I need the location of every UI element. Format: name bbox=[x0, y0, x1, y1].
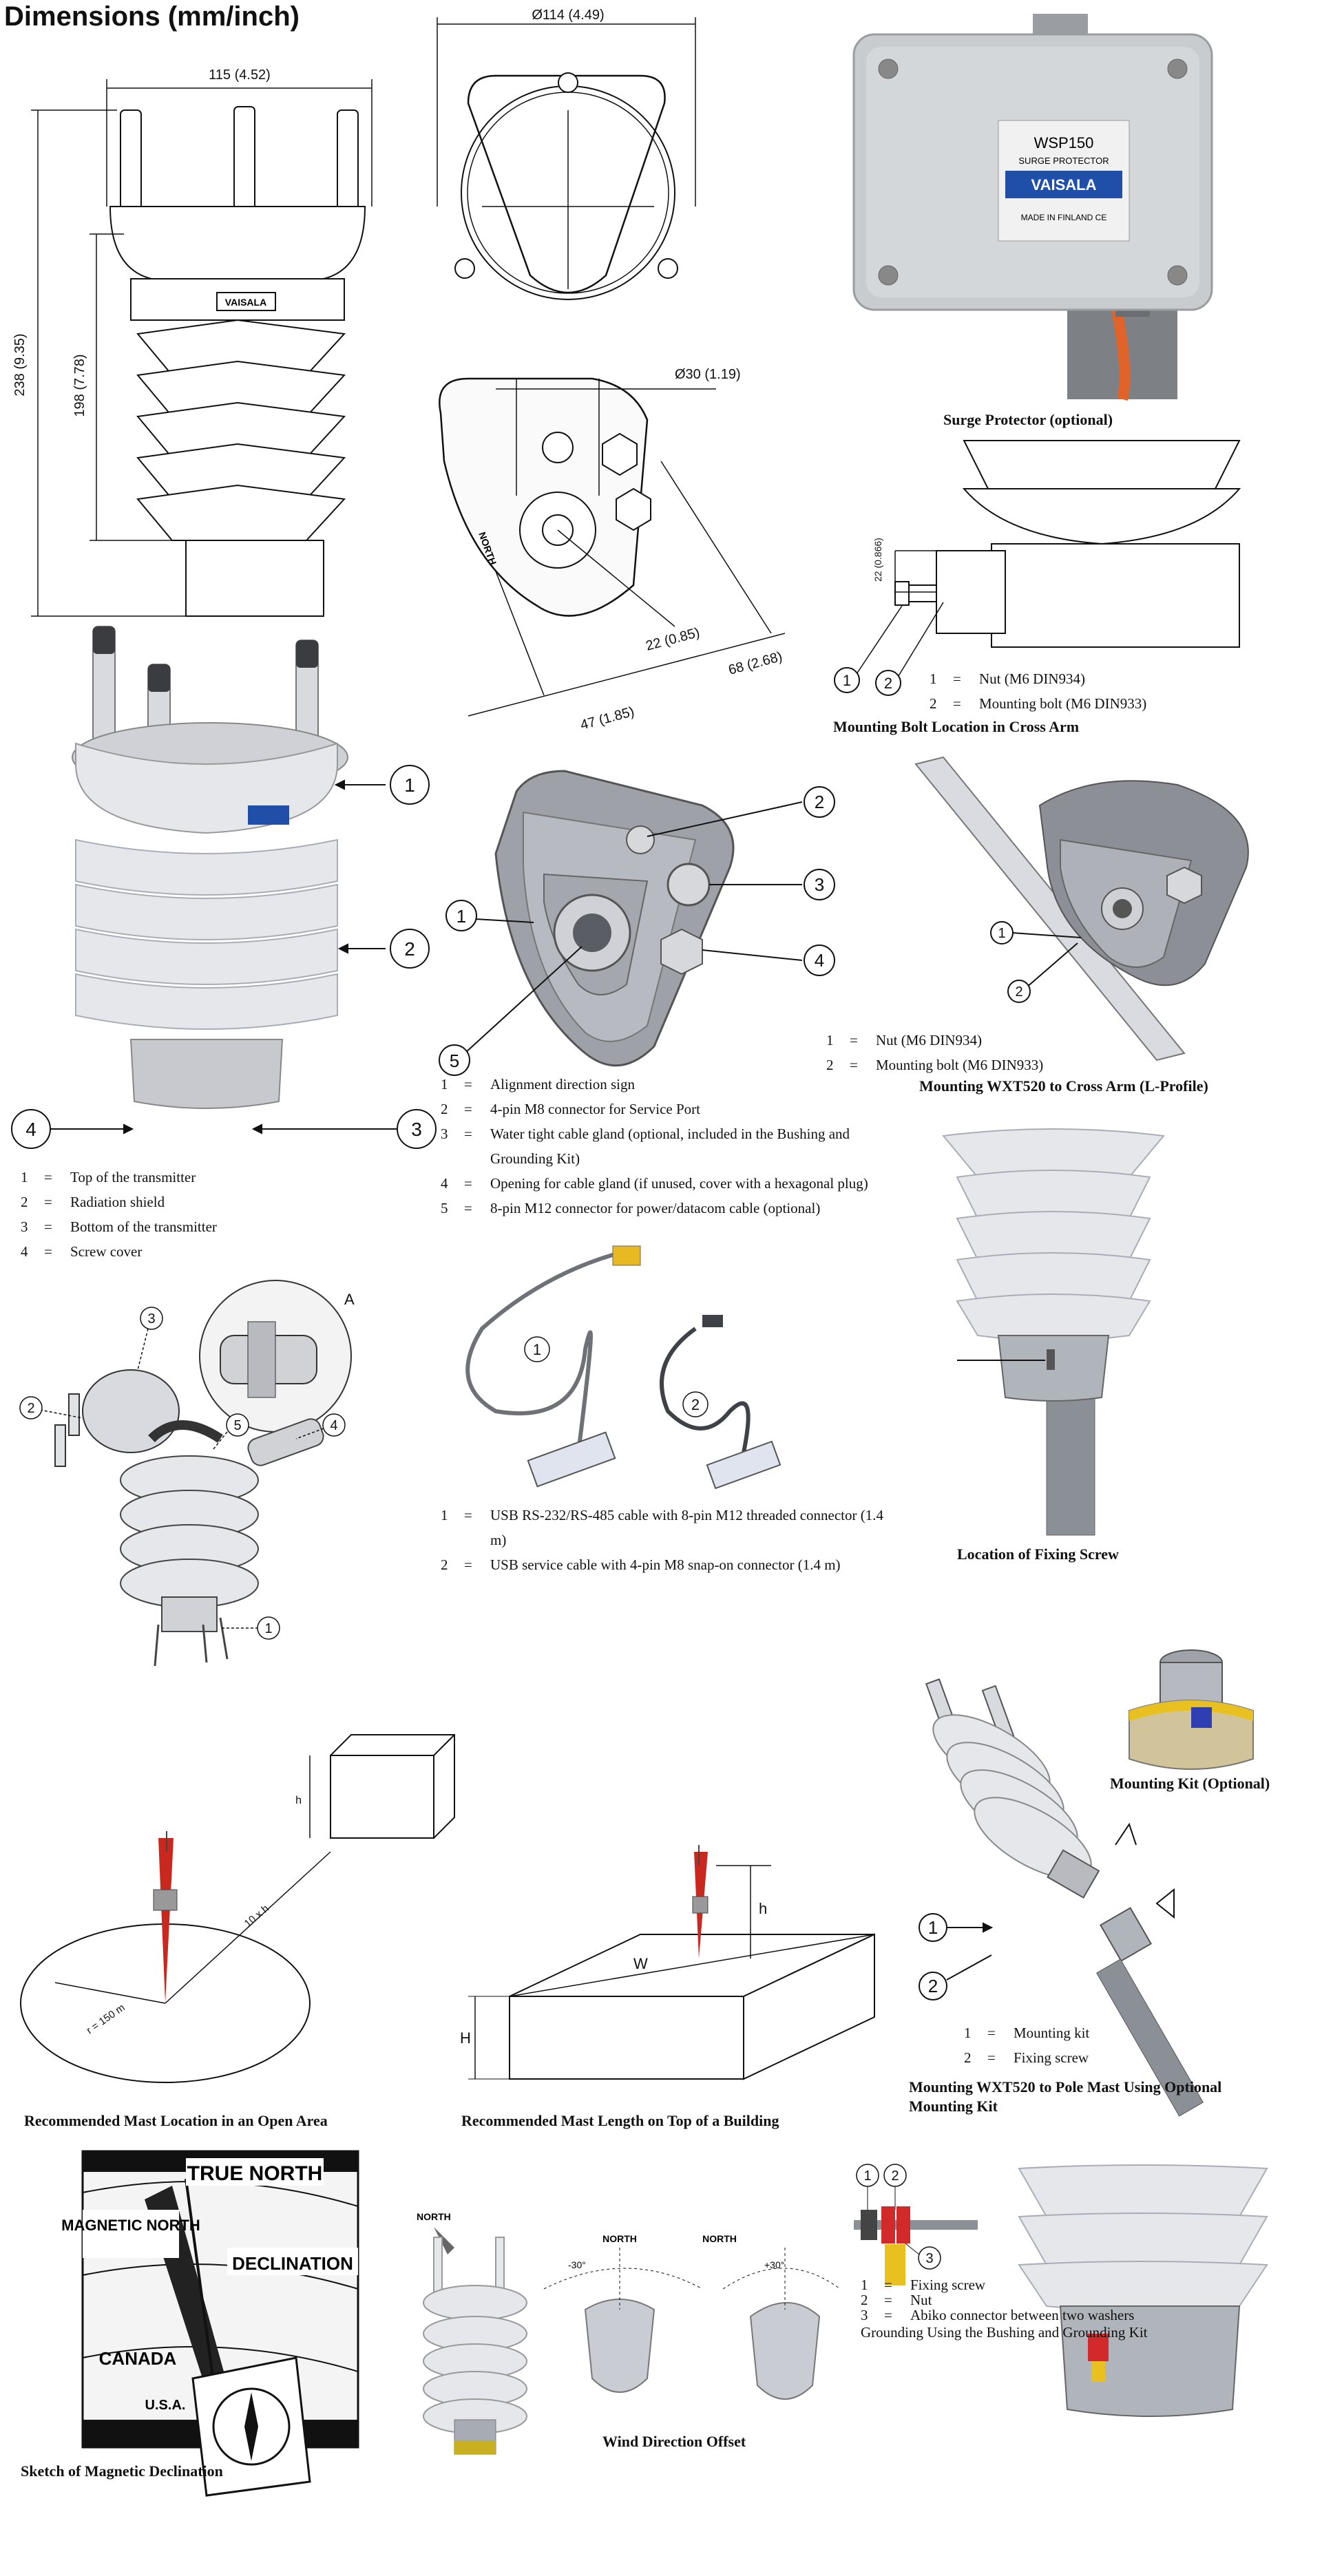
dim-width-115: 115 (4.52) bbox=[209, 67, 271, 83]
wind-minus30-label: -30° bbox=[568, 2259, 586, 2270]
ground-callout-1: 1 bbox=[863, 2168, 871, 2184]
pole-mast-caption: Mounting WXT520 to Pole Mast Using Optio… bbox=[909, 2078, 1222, 2115]
building-h-label: h bbox=[759, 1900, 767, 1917]
mounting-kit-drawing bbox=[1129, 1649, 1254, 1770]
dim-dia-30: Ø30 (1.19) bbox=[675, 367, 741, 382]
dim-dia-114: Ø114 (4.49) bbox=[532, 8, 604, 23]
surge-caption: Surge Protector (optional) bbox=[943, 411, 1113, 428]
dim-22: 22 (0.85) bbox=[644, 625, 702, 654]
wind-north-label-1: NORTH bbox=[417, 2211, 451, 2222]
usa-label: U.S.A. bbox=[145, 2398, 186, 2413]
bottom-callout-1: 1 bbox=[457, 906, 466, 927]
mounting-bolt-drawing: 22 (0.866) 1 2 bbox=[834, 440, 1241, 696]
transmitter-callout-2: 2 bbox=[404, 938, 415, 960]
pole-callout-2: 2 bbox=[928, 1976, 938, 1996]
mounting-bolt-caption: Mounting Bolt Location in Cross Arm bbox=[833, 718, 1080, 735]
bottom-dimension-drawing: Ø30 (1.19) 22 (0.85) 68 (2.68) 47 (1.85)… bbox=[439, 367, 786, 733]
wind-north-label-3: NORTH bbox=[702, 2233, 737, 2244]
cross-arm-caption: Mounting WXT520 to Cross Arm (L-Profile) bbox=[919, 1077, 1208, 1095]
building-caption: Recommended Mast Length on Top of a Buil… bbox=[461, 2112, 779, 2129]
crossarm-callout-1: 1 bbox=[998, 926, 1005, 941]
pole-mast-legend: 1=Mounting kit 2=Fixing screw bbox=[964, 2025, 1090, 2066]
detail-callout-A: A bbox=[344, 1291, 355, 1308]
true-north-label: TRUE NORTH bbox=[187, 2162, 323, 2185]
bolt-callout-2: 2 bbox=[884, 675, 892, 692]
ground-callout-3: 3 bbox=[925, 2251, 933, 2266]
bottom-callout-3: 3 bbox=[815, 874, 824, 895]
grounding-drawing: 1 2 3 bbox=[854, 2164, 1268, 2417]
pole-mast-drawing: 1 2 bbox=[919, 1678, 1204, 2117]
side-brand-label: VAISALA bbox=[225, 297, 266, 308]
bottom-view-legend: 1=Alignment direction sign 2=4-pin M8 co… bbox=[441, 1076, 868, 1216]
transmitter-callout-4: 4 bbox=[25, 1119, 36, 1140]
declination-sketch: TRUE NORTH MAGNETIC NORTH DECLINATION CA… bbox=[61, 2150, 359, 2497]
page-title: Dimensions (mm/inch) bbox=[4, 1, 300, 32]
transmitter-drawing: 1 2 3 4 bbox=[11, 626, 437, 1149]
fixing-screw-drawing bbox=[942, 1128, 1165, 1536]
ground-callout-2: 2 bbox=[891, 2168, 899, 2184]
open-area-caption: Recommended Mast Location in an Open Are… bbox=[24, 2112, 328, 2129]
open-area-dist-label: 10 x h bbox=[242, 1903, 271, 1930]
surge-made-label: MADE IN FINLAND CE bbox=[1021, 213, 1107, 222]
dim-22b: 22 (0.866) bbox=[872, 538, 883, 582]
bolt-callout-1: 1 bbox=[843, 672, 851, 689]
bottom-callout-5: 5 bbox=[450, 1051, 459, 1071]
building-drawing: h W H bbox=[460, 1845, 875, 2080]
open-area-h-label: h bbox=[295, 1795, 302, 1806]
wind-offset-caption: Wind Direction Offset bbox=[602, 2433, 746, 2450]
dim-68: 68 (2.68) bbox=[727, 649, 784, 678]
top-view-drawing: Ø114 (4.49) bbox=[437, 8, 696, 300]
cross-arm-legend: 1=Nut (M6 DIN934) 2=Mounting bolt (M6 DI… bbox=[826, 1032, 1044, 1073]
surge-model-label: WSP150 bbox=[1034, 134, 1094, 151]
cables-drawing: 1 2 bbox=[465, 1245, 781, 1490]
bottom-callout-4: 4 bbox=[815, 950, 824, 971]
open-area-radius-label: r = 150 m bbox=[85, 2002, 127, 2037]
cable-callout-2: 2 bbox=[691, 1396, 700, 1413]
dim-47: 47 (1.85) bbox=[579, 704, 636, 733]
magnetic-north-label: MAGNETIC NORTH bbox=[61, 2217, 200, 2234]
transmitter-callout-1: 1 bbox=[404, 774, 415, 796]
wind-plus30-label: +30° bbox=[764, 2259, 784, 2270]
cross-arm-drawing: 1 2 bbox=[914, 756, 1249, 1062]
canada-label: CANADA bbox=[99, 2348, 177, 2369]
pole-callout-1: 1 bbox=[928, 1917, 938, 1938]
exploded-callout-4: 4 bbox=[330, 1418, 337, 1433]
side-dimension-drawing: 115 (4.52) 238 (9.35) 198 (7.78) VAISALA bbox=[12, 67, 373, 617]
declination-caption: Sketch of Magnetic Declination bbox=[21, 2462, 223, 2480]
grounding-legend: 1=Fixing screw 2=Nut 3=Abiko connector b… bbox=[861, 2277, 1135, 2323]
bottom-view-drawing: 1 2 3 4 5 bbox=[439, 770, 835, 1076]
exploded-callout-2: 2 bbox=[27, 1401, 34, 1416]
fixing-screw-caption: Location of Fixing Screw bbox=[957, 1545, 1119, 1563]
dim-height-238: 238 (9.35) bbox=[12, 333, 28, 396]
building-H-label: H bbox=[460, 2029, 471, 2047]
cable-callout-1: 1 bbox=[533, 1341, 541, 1358]
surge-brand-label: VAISALA bbox=[1031, 176, 1097, 193]
bottom-callout-2: 2 bbox=[815, 792, 824, 812]
open-area-drawing: h 10 x h r = 150 m bbox=[20, 1734, 455, 2083]
grounding-caption: Grounding Using the Bushing and Groundin… bbox=[861, 2324, 1148, 2341]
transmitter-callout-3: 3 bbox=[411, 1119, 422, 1140]
wind-north-label-2: NORTH bbox=[602, 2233, 637, 2244]
surge-sub-label: SURGE PROTECTOR bbox=[1018, 156, 1109, 166]
exploded-callout-3: 3 bbox=[147, 1311, 155, 1327]
cables-legend: 1=USB RS-232/RS-485 cable with 8-pin M12… bbox=[441, 1507, 883, 1573]
building-W-label: W bbox=[633, 1955, 648, 1972]
exploded-callout-1: 1 bbox=[264, 1621, 272, 1636]
surge-protector-photo: WSP150 SURGE PROTECTOR VAISALA MADE IN F… bbox=[852, 14, 1213, 401]
mounting-bolt-legend: 1=Nut (M6 DIN934) 2=Mounting bolt (M6 DI… bbox=[930, 671, 1147, 712]
declination-label: DECLINATION bbox=[232, 2253, 353, 2274]
wind-offset-drawing: NORTH NORTH NORTH -30° +30° bbox=[417, 2211, 841, 2455]
mounting-kit-caption: Mounting Kit (Optional) bbox=[1110, 1775, 1270, 1792]
transmitter-legend: 1=Top of the transmitter 2=Radiation shi… bbox=[21, 1169, 217, 1260]
crossarm-callout-2: 2 bbox=[1015, 984, 1022, 1000]
exploded-view-drawing: A 3 2 5 4 1 bbox=[19, 1280, 355, 1667]
exploded-callout-5: 5 bbox=[233, 1418, 241, 1433]
dim-height-198: 198 (7.78) bbox=[72, 354, 87, 416]
